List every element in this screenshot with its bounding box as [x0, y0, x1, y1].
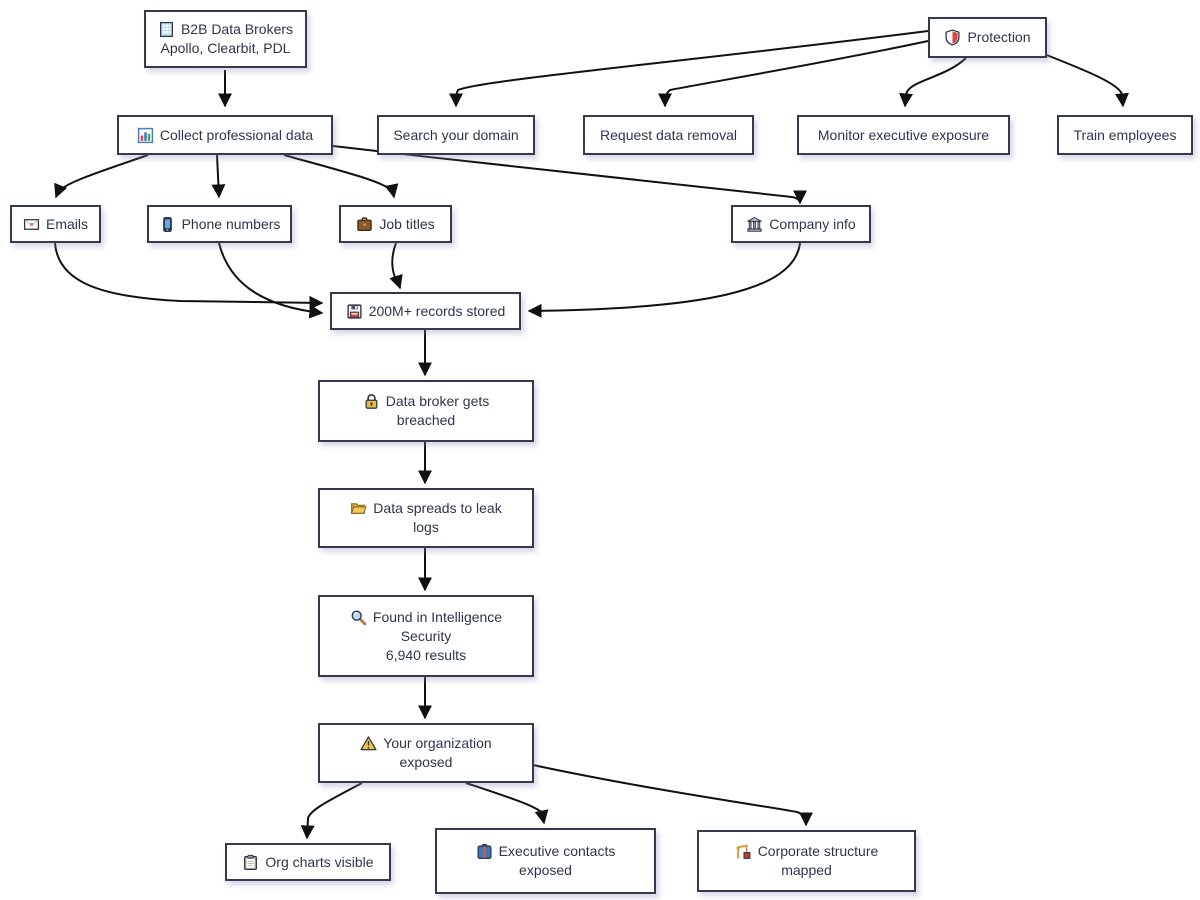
office-building-icon: [158, 21, 175, 38]
node-label: Emails: [45, 215, 88, 232]
node-corporate-structure-mapped: Corporate structure mapped: [697, 830, 916, 892]
node-request-data-removal: Request data removal: [583, 115, 754, 155]
node-label: Collect professional data: [159, 126, 314, 143]
node-monitor-executive-exposure: Monitor executive exposure: [797, 115, 1010, 155]
node-label: Data broker gets: [385, 393, 490, 409]
edge-protection-request: [658, 40, 929, 108]
edge-company-records: [527, 242, 801, 318]
node-job-titles: Job titles: [339, 205, 452, 243]
node-label: Phone numbers: [181, 215, 281, 232]
edge-exposed-corp: [532, 764, 813, 827]
node-phone-numbers: Phone numbers: [147, 205, 292, 243]
edge-emails-records: [54, 242, 324, 310]
edge-protection-search: [449, 30, 929, 108]
node-data-broker-breached: Data broker gets breached: [318, 380, 534, 442]
construction-crane-icon: [735, 843, 752, 860]
node-collect-professional-data: Collect professional data: [117, 115, 333, 155]
node-company-info: Company info: [731, 205, 871, 243]
mobile-phone-icon: [159, 216, 176, 233]
node-data-spreads-leak-logs: Data spreads to leak logs: [318, 488, 534, 548]
node-sublabel: Apollo, Clearbit, PDL: [160, 40, 291, 56]
node-protection: Protection: [928, 17, 1047, 58]
envelope-icon: [23, 216, 40, 233]
node-train-employees: Train employees: [1057, 115, 1193, 155]
node-results-count: 6,940 results: [385, 646, 467, 663]
node-label: Search your domain: [393, 126, 519, 143]
node-search-your-domain: Search your domain: [377, 115, 535, 155]
node-executive-contacts-exposed: Executive contacts exposed: [435, 828, 656, 894]
node-your-organization-exposed: Your organization exposed: [318, 723, 534, 783]
node-label: 200M+ records stored: [368, 302, 506, 319]
edge-phone-records: [218, 242, 324, 319]
contacts-book-icon: [476, 843, 493, 860]
node-label: B2B Data Brokers: [180, 21, 294, 37]
edge-exposed-orgcharts: [300, 782, 363, 840]
magnifier-icon: [350, 609, 367, 626]
edge-exposed-exec: [465, 782, 549, 825]
bar-chart-icon: [137, 127, 154, 144]
warning-icon: [360, 735, 377, 752]
edge-collect-phone: [211, 154, 226, 199]
node-label: Job titles: [379, 215, 435, 232]
node-label-line2: logs: [413, 519, 439, 535]
shield-icon: [944, 29, 961, 46]
node-label-line2: exposed: [399, 754, 453, 770]
node-label-line2: breached: [396, 412, 456, 428]
open-folder-icon: [350, 500, 367, 517]
node-label: Request data removal: [600, 126, 737, 143]
edge-protection-monitor: [899, 57, 967, 108]
edge-protection-train: [1043, 53, 1129, 108]
bank-icon: [746, 216, 763, 233]
node-label: Monitor executive exposure: [817, 126, 990, 143]
node-label-line2: Security: [400, 627, 452, 644]
node-emails: Emails: [10, 205, 101, 243]
edge-collect-emails: [54, 154, 149, 199]
node-label: Executive contacts: [498, 843, 616, 859]
node-label: Train employees: [1073, 126, 1177, 143]
node-label: Corporate structure: [757, 843, 879, 859]
node-label: Found in Intelligence: [372, 608, 503, 625]
node-records-stored: 200M+ records stored: [330, 292, 521, 330]
node-found-in-intelligence-security: Found in Intelligence Security 6,940 res…: [318, 595, 534, 677]
node-label: Protection: [967, 29, 1031, 45]
clipboard-icon: [242, 854, 259, 871]
edge-job-records: [389, 242, 403, 290]
node-label-line2: mapped: [781, 862, 832, 878]
briefcase-icon: [356, 216, 373, 233]
edge-collect-job: [283, 154, 399, 199]
node-org-charts-visible: Org charts visible: [225, 843, 391, 881]
floppy-disk-icon: [346, 303, 363, 320]
node-label: Company info: [769, 215, 856, 232]
node-label: Your organization: [383, 735, 492, 751]
node-label: Org charts visible: [265, 853, 374, 870]
node-b2b-data-brokers: B2B Data Brokers Apollo, Clearbit, PDL: [144, 10, 307, 68]
lock-icon: [363, 393, 380, 410]
node-label-line2: exposed: [519, 862, 572, 878]
node-label: Data spreads to leak: [373, 500, 502, 516]
edge-collect-company: [332, 145, 807, 205]
